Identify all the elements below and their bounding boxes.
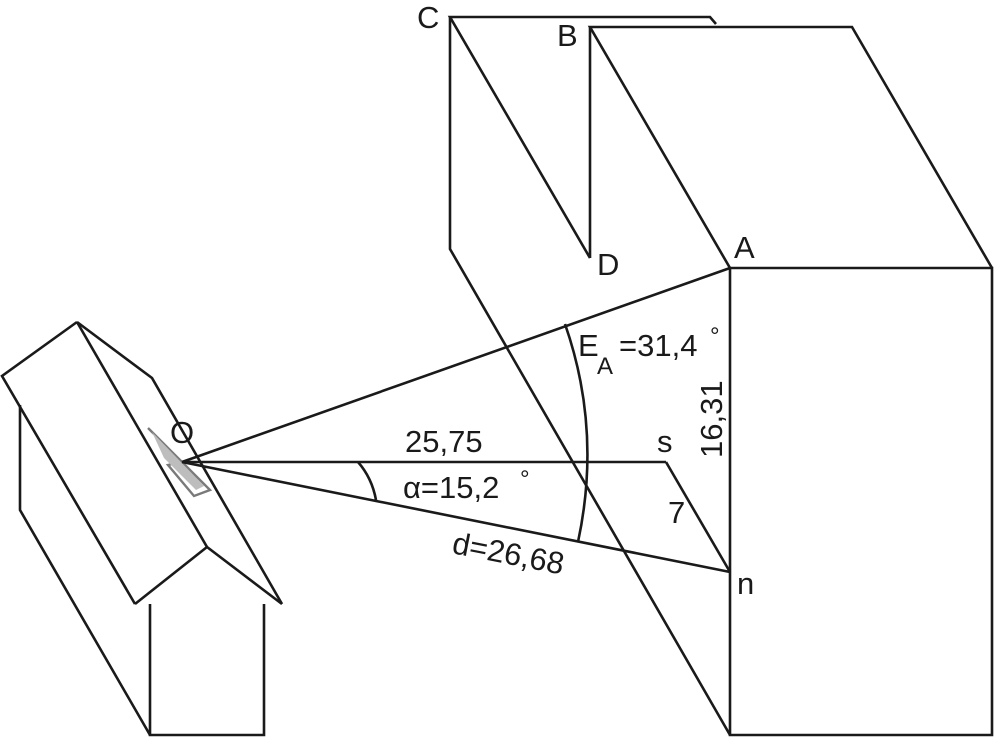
large-building bbox=[447, 15, 994, 737]
svg-text:°: ° bbox=[520, 466, 530, 493]
short-side-label: 7 bbox=[668, 495, 685, 530]
building-rear-outline bbox=[587, 25, 994, 269]
label-D: D bbox=[597, 247, 619, 282]
label-A: A bbox=[734, 230, 755, 265]
svg-text:A: A bbox=[597, 353, 613, 380]
house-ridge bbox=[75, 321, 209, 548]
azimuth-angle-arc bbox=[357, 461, 378, 501]
label-n: n bbox=[737, 566, 754, 601]
house-front-wall bbox=[148, 604, 266, 737]
azimuth-angle-label: α=15,2 ° bbox=[403, 466, 530, 505]
svg-text:E: E bbox=[578, 328, 599, 363]
elevation-angle-arc bbox=[563, 323, 589, 543]
sight-lines bbox=[181, 266, 732, 574]
svg-text:°: ° bbox=[710, 323, 720, 350]
building-back-wall bbox=[447, 15, 717, 259]
small-house bbox=[0, 320, 284, 737]
line-O-A bbox=[181, 266, 731, 464]
label-B: B bbox=[557, 18, 578, 53]
line-s-n bbox=[664, 461, 732, 573]
horizontal-distance-label: 25,75 bbox=[405, 424, 483, 459]
house-left-wall bbox=[18, 405, 152, 736]
height-label: 16,31 bbox=[694, 380, 729, 458]
house-roof-right bbox=[76, 320, 284, 605]
line-O-n bbox=[181, 460, 731, 574]
elevation-angle-label: E A =31,4 ° bbox=[578, 323, 720, 380]
antenna-icon bbox=[147, 427, 213, 498]
svg-text:=31,4: =31,4 bbox=[619, 328, 697, 363]
house-eave bbox=[134, 545, 283, 606]
house-roof-left bbox=[0, 320, 137, 605]
building-back-side bbox=[448, 17, 732, 736]
label-s: s bbox=[657, 424, 673, 459]
svg-text:α=15,2: α=15,2 bbox=[403, 470, 499, 505]
label-O: O bbox=[170, 415, 194, 450]
distance-d-label: d=26,68 bbox=[450, 526, 568, 582]
label-C: C bbox=[417, 0, 439, 35]
building-front-face bbox=[728, 266, 994, 737]
